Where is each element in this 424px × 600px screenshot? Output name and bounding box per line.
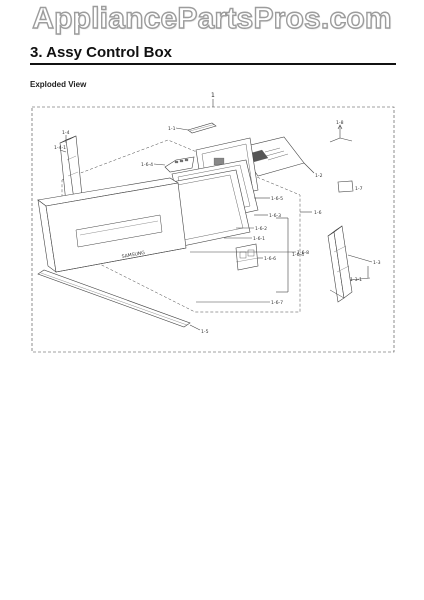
part-1-7-label	[337, 180, 354, 193]
callout-1-6-3: 1-6-3	[269, 213, 281, 219]
leader-1-1	[175, 127, 189, 131]
callout-1-3: 1-3	[373, 260, 381, 266]
part-1-6-4-display-module	[164, 156, 195, 173]
leader-1-2	[303, 162, 315, 174]
callout-1-6-2: 1-6-2	[255, 226, 267, 232]
callout-1-4: 1-4	[62, 130, 70, 136]
leader-1-3	[347, 254, 373, 263]
callout-1-2: 1-2	[315, 173, 323, 179]
part-1-6-6-mounting-bracket	[235, 243, 259, 271]
callout-1-4-1: 1-4-1	[54, 145, 66, 151]
callout-1-7: 1-7	[355, 186, 363, 192]
callout-1-6-4: 1-6-4	[141, 162, 153, 168]
part-1-3-1-side-bracket	[327, 225, 353, 303]
callout-1-6-1: 1-6-1	[253, 236, 265, 242]
part-1-5-trim-strip	[37, 269, 191, 328]
callout-1-3-1: 1-3-1	[350, 277, 362, 283]
leader-1-6-4	[153, 163, 166, 166]
leader-1-4-1	[59, 149, 67, 153]
callout-1: 1	[211, 92, 215, 99]
callout-1-6-6: 1-6-6	[264, 256, 276, 262]
callout-1-8: 1-8	[336, 120, 344, 126]
title-rule	[30, 63, 396, 65]
callout-1-5: 1-5	[201, 329, 209, 335]
part-1-1-clip	[187, 122, 217, 134]
callout-1-1: 1-1	[168, 126, 176, 132]
panel-brand-text: SAMSUNG	[121, 250, 146, 260]
leader-1-5	[189, 324, 201, 331]
exploded-view-label: Exploded View	[30, 80, 87, 89]
leader-1-3-1	[349, 277, 371, 281]
callout-1-6-7: 1-6-7	[271, 300, 283, 306]
part-1-6-1-front-panel	[37, 177, 187, 273]
direction-arrows-icon	[329, 124, 353, 143]
callout-1-6-5: 1-6-5	[271, 196, 283, 202]
callout-1-6-8: 1-6-8	[297, 250, 309, 256]
callout-1-6-4-group: 1-6-4	[292, 252, 304, 258]
watermark-logo: AppliancePartsPros.com	[32, 1, 393, 35]
callout-1-6: 1-6	[314, 210, 322, 216]
section-title: 3. Assy Control Box	[30, 44, 172, 61]
